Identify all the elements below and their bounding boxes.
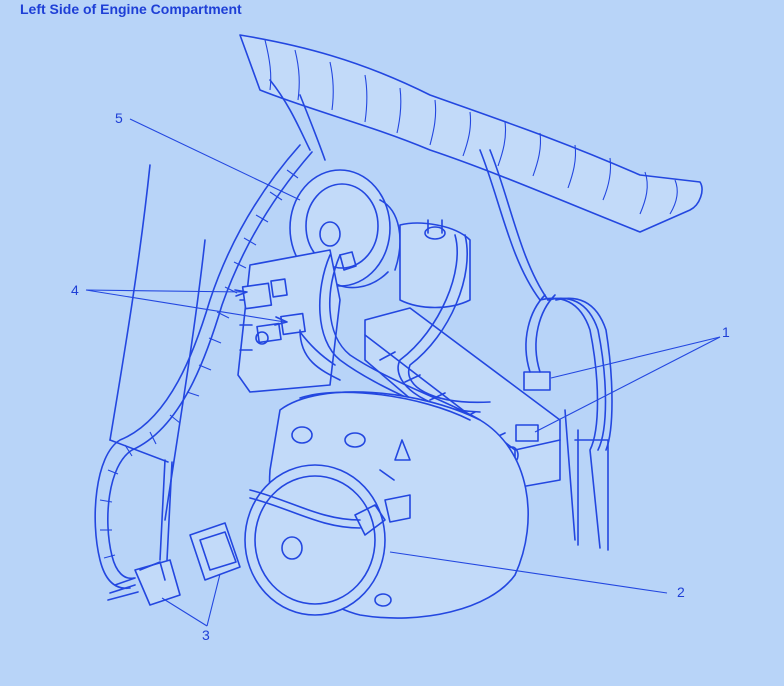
disconnected-connectors [107,522,241,606]
harness-connector-1 [523,294,613,549]
callout-2: 2 [677,584,685,600]
callout-3: 3 [202,627,210,643]
left-frame-lines [109,164,206,561]
left-wiring-harness [94,144,313,589]
upper-wiring-harness [239,34,703,233]
callout-5: 5 [115,110,123,126]
starter-motor [244,464,411,616]
leader-lines [85,118,721,627]
diagram-title: Left Side of Engine Compartment [20,1,242,17]
callout-1: 1 [722,324,730,340]
fluid-reservoir [399,219,471,309]
callout-4: 4 [71,282,79,298]
relay-block [237,249,341,393]
mounting-bracket [364,307,561,489]
right-frame-lines [564,409,609,551]
